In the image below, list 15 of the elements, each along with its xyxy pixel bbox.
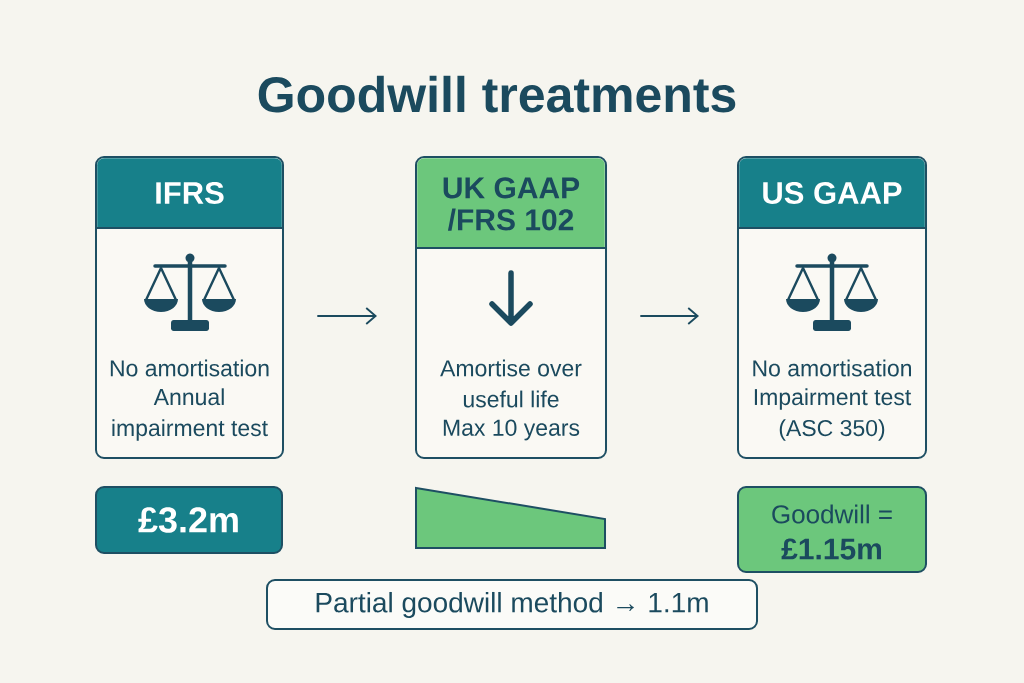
card-text: Max 10 years xyxy=(443,419,580,441)
value-box: Goodwill = £1.15m xyxy=(737,486,927,573)
card-header: IFRS xyxy=(95,158,284,229)
value-box: £3.2m xyxy=(95,486,283,554)
arrow xyxy=(317,307,377,325)
arrow xyxy=(640,307,699,325)
card-text: Annual impairment test xyxy=(112,388,268,441)
card-text: No amortisation xyxy=(110,359,269,377)
card-text: Amortise over useful life xyxy=(440,359,582,408)
card-text: No amortisation xyxy=(753,359,911,377)
card-header: UK GAAP /FRS 102 xyxy=(415,158,607,249)
result-box: Partial goodwill method → 1.1m xyxy=(266,579,758,630)
title: Goodwill treatments xyxy=(258,75,736,113)
card-text: Impairment test (ASC 350) xyxy=(754,388,912,441)
card-header: US GAAP xyxy=(737,158,927,229)
